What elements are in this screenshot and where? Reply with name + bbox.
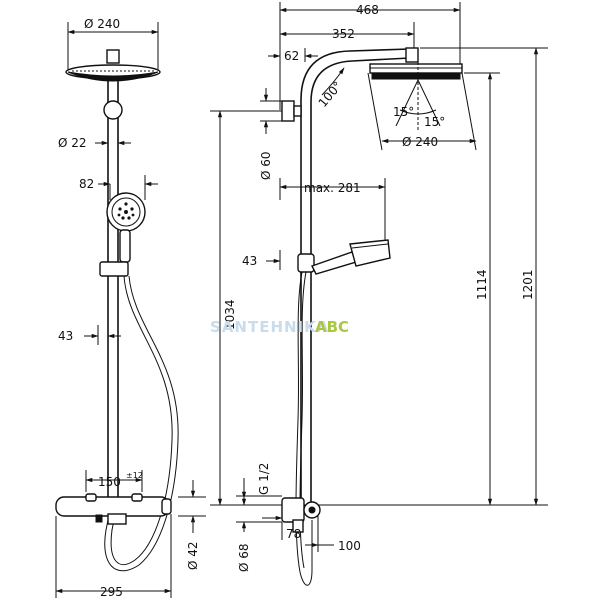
label-pipe-diameter: Ø 22 bbox=[58, 136, 87, 150]
label-thermostat-depth: Ø 42 bbox=[186, 541, 200, 570]
thermostat-body-front bbox=[55, 496, 170, 517]
watermark: SANTEHNIKA ABC bbox=[210, 318, 349, 336]
label-rail-offset-side: 43 bbox=[242, 254, 257, 268]
hand-shower-arm-side bbox=[311, 251, 357, 275]
label-head-height: 1114 bbox=[475, 269, 489, 300]
label-bracket-height: 1034 bbox=[223, 299, 237, 330]
side-view bbox=[210, 2, 548, 586]
slider-side bbox=[297, 253, 315, 273]
label-arm-angle: 100° bbox=[316, 79, 345, 110]
label-hand-shower-offset: 82 bbox=[79, 177, 94, 191]
label-hand-shower-reach: max. 281 bbox=[304, 181, 361, 195]
watermark-brand: ABC bbox=[315, 318, 349, 336]
label-connection-offset: 78 bbox=[286, 527, 301, 541]
wall-bracket-front bbox=[103, 100, 123, 120]
hand-shower-head-side bbox=[349, 239, 391, 267]
slider-front bbox=[99, 261, 129, 277]
label-arm-reach: 352 bbox=[332, 27, 355, 41]
label-connection-diameter: Ø 68 bbox=[237, 543, 251, 572]
label-head-tilt-right: 15° bbox=[424, 115, 445, 129]
label-total-height: 1201 bbox=[521, 269, 535, 300]
label-wall-bracket: Ø 60 bbox=[259, 151, 273, 180]
watermark-text: SANTEHNIKA bbox=[210, 318, 329, 336]
label-head-tilt-left: 15° bbox=[393, 105, 414, 119]
label-total-width: 295 bbox=[100, 585, 123, 599]
label-thermostat-tolerance: ±12 bbox=[126, 471, 143, 480]
dimension-labels: Ø 240 Ø 22 82 43 150 ±12 Ø 42 295 468 35… bbox=[58, 3, 535, 599]
head-joint-side bbox=[405, 47, 419, 63]
label-outlet-offset: 100 bbox=[338, 539, 361, 553]
front-view bbox=[55, 22, 206, 598]
head-joint bbox=[106, 49, 120, 64]
label-rail-offset: 43 bbox=[58, 329, 73, 343]
label-thread: G 1/2 bbox=[257, 463, 271, 495]
label-thermostat-spacing: 150 bbox=[98, 475, 121, 489]
label-arm-offset: 62 bbox=[284, 49, 299, 63]
outlet-front bbox=[107, 513, 127, 525]
label-head-diameter: Ø 240 bbox=[84, 17, 120, 31]
label-head-diameter-side: Ø 240 bbox=[402, 135, 438, 149]
wall-bracket-side bbox=[281, 100, 295, 122]
hand-shower-handle bbox=[119, 229, 131, 263]
thermostat-side bbox=[281, 497, 305, 523]
label-total-reach: 468 bbox=[356, 3, 379, 17]
